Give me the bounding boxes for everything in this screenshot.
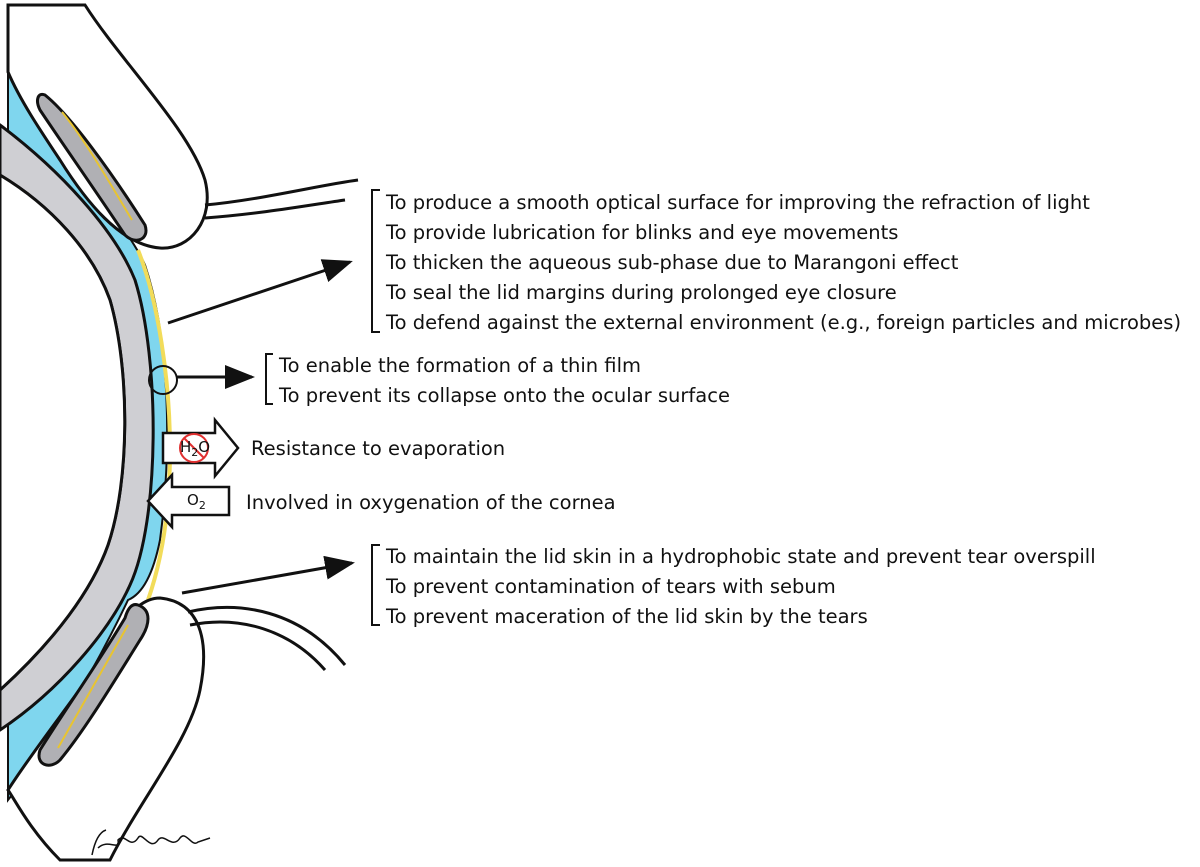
arrow-to-group-3 — [181, 555, 355, 595]
upper-meibomian-gland — [36, 92, 148, 242]
evaporation-arrow — [161, 416, 240, 480]
upper-eyelid — [6, 3, 209, 250]
function-item: To provide lubrication for blinks and ey… — [386, 221, 899, 244]
function-item: To prevent its collapse onto the ocular … — [279, 384, 730, 407]
evaporation-label: Resistance to evaporation — [251, 437, 506, 460]
water-symbol-tail: O — [198, 438, 211, 456]
bracket-group-2 — [265, 353, 273, 405]
oxygen-arrow — [146, 471, 231, 531]
oxygen-molecule-label: O2 — [187, 491, 206, 512]
oxygen-symbol-subscript: 2 — [198, 499, 206, 512]
function-item: To thicken the aqueous sub-phase due to … — [386, 251, 959, 274]
oxygen-symbol-main: O — [187, 491, 199, 509]
lower-eyelashes — [187, 606, 347, 666]
water-symbol-subscript: 2 — [191, 446, 199, 459]
artist-signature — [91, 829, 211, 856]
function-item: To seal the lid margins during prolonged… — [386, 281, 897, 304]
lipid-layer-detail-marker — [148, 365, 178, 395]
function-item: To defend against the external environme… — [386, 311, 1182, 334]
function-item: To produce a smooth optical surface for … — [386, 191, 1090, 214]
upper-eyelashes — [204, 178, 359, 207]
oxygenation-label: Involved in oxygenation of the cornea — [246, 491, 616, 514]
function-item: To prevent contamination of tears with s… — [386, 575, 836, 598]
function-item: To maintain the lid skin in a hydrophobi… — [386, 545, 1096, 568]
water-molecule-label: H2O — [180, 438, 211, 459]
arrow-to-group-1 — [167, 259, 353, 325]
water-symbol-main: H — [180, 438, 192, 456]
bracket-group-1 — [371, 189, 380, 333]
prohibition-icon — [179, 433, 209, 463]
bracket-group-3 — [371, 544, 380, 626]
function-item: To enable the formation of a thin film — [279, 354, 642, 377]
function-item: To prevent maceration of the lid skin by… — [386, 605, 868, 628]
